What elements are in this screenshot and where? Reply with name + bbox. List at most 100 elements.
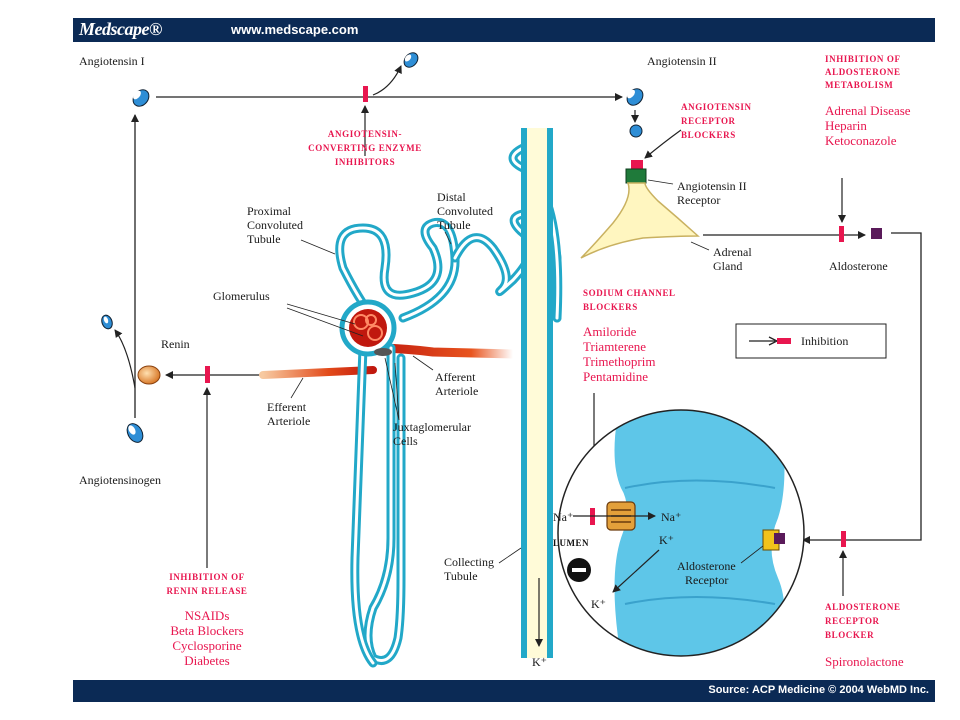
svg-text:Triamterene: Triamterene xyxy=(583,339,646,354)
leader-ald-receptor xyxy=(740,545,764,564)
label-distal-2: Convoluted xyxy=(437,204,493,218)
arrow-aldosterone-to-receptor xyxy=(802,232,922,544)
arb-inhibitors-label: ANGIOTENSIN RECEPTOR BLOCKERS xyxy=(681,102,752,140)
label-efferent-1: Efferent xyxy=(267,400,307,414)
label-na-right: Na⁺ xyxy=(661,510,681,524)
label-adrenal-1: Adrenal xyxy=(713,245,752,259)
angiotensinogen-molecule xyxy=(126,423,144,443)
source-credit: Source: ACP Medicine © 2004 WebMD Inc. xyxy=(708,684,929,696)
aldo-receptor-blocker-label: ALDOSTERONE RECEPTOR BLOCKER Spironolact… xyxy=(825,602,904,669)
svg-text:BLOCKERS: BLOCKERS xyxy=(681,130,736,140)
label-collecting-1: Collecting xyxy=(444,555,494,569)
angiotensin-ii-bound-molecule xyxy=(629,124,643,138)
leader-juxta-2 xyxy=(394,362,400,421)
aldo-receptor-inhibition-bar xyxy=(841,531,846,547)
raas-diagram: Angiotensin I ANGIOTENSIN- CONVERTING EN… xyxy=(79,52,922,669)
released-peptide-molecule xyxy=(101,314,113,330)
label-at2-receptor-2: Receptor xyxy=(677,193,720,207)
glomerulus xyxy=(339,299,397,357)
label-k-in: K⁺ xyxy=(659,533,674,547)
label-afferent-2: Arteriole xyxy=(435,384,478,398)
svg-text:RENIN RELEASE: RENIN RELEASE xyxy=(166,586,247,596)
label-angiotensin-ii: Angiotensin II xyxy=(647,54,717,68)
leader-collecting xyxy=(498,547,522,564)
svg-text:Trimethoprim: Trimethoprim xyxy=(583,354,655,369)
aldo-metab-inhibition-bar xyxy=(839,226,844,242)
cell-inset xyxy=(557,409,805,657)
legend-box: Inhibition xyxy=(735,323,887,359)
svg-text:INHIBITION OF: INHIBITION OF xyxy=(169,572,245,582)
svg-text:ANGIOTENSIN: ANGIOTENSIN xyxy=(681,102,752,112)
svg-text:NSAIDs: NSAIDs xyxy=(185,608,230,623)
adrenal-gland xyxy=(580,182,700,259)
leader-afferent xyxy=(412,355,434,371)
efferent-arteriole xyxy=(259,366,377,379)
label-aldosterone: Aldosterone xyxy=(829,259,888,273)
footer-bar: Source: ACP Medicine © 2004 WebMD Inc. xyxy=(73,680,935,702)
arrow-renin-release-peptide xyxy=(114,329,136,389)
leader-efferent xyxy=(290,377,304,399)
ace-inhibition-bar xyxy=(363,86,368,102)
header-url: www.medscape.com xyxy=(231,22,359,37)
negative-charge-icon xyxy=(567,558,591,582)
juxtaglomerular-cells xyxy=(374,348,392,356)
leader-proximal xyxy=(300,239,336,255)
label-glomerulus: Glomerulus xyxy=(213,289,270,303)
label-distal-3: Tubule xyxy=(437,218,471,232)
label-proximal-2: Convoluted xyxy=(247,218,303,232)
svg-text:BLOCKER: BLOCKER xyxy=(825,630,874,640)
angiotensin-ii-receptor xyxy=(625,168,647,184)
svg-text:INHIBITORS: INHIBITORS xyxy=(335,157,395,167)
aldosterone-molecule xyxy=(871,228,882,239)
sodium-channel-blockers-label: SODIUM CHANNEL BLOCKERS Amiloride Triamt… xyxy=(583,288,676,384)
label-proximal-3: Tubule xyxy=(247,232,281,246)
label-adrenal-2: Gland xyxy=(713,259,742,273)
header-bar: Medscape® www.medscape.com xyxy=(73,18,935,42)
svg-text:Heparin: Heparin xyxy=(825,118,867,133)
label-angiotensin-i: Angiotensin I xyxy=(79,54,145,68)
svg-text:Spironolactone: Spironolactone xyxy=(825,654,904,669)
label-afferent-1: Afferent xyxy=(435,370,476,384)
svg-text:METABOLISM: METABOLISM xyxy=(825,80,893,90)
label-proximal-1: Proximal xyxy=(247,204,292,218)
leader-glomerulus xyxy=(286,303,356,325)
ace-inhibitors-label: ANGIOTENSIN- CONVERTING ENZYME INHIBITOR… xyxy=(308,129,421,167)
svg-text:Ketoconazole: Ketoconazole xyxy=(825,133,897,148)
legend-inhibition-bar xyxy=(777,338,791,344)
collecting-tubule xyxy=(521,128,553,658)
label-renin: Renin xyxy=(161,337,190,351)
label-lumen: LUMEN xyxy=(553,538,589,548)
arrow-arb xyxy=(644,129,682,159)
svg-text:Amiloride: Amiloride xyxy=(583,324,637,339)
leader-distal xyxy=(444,231,452,245)
label-juxta-2: Cells xyxy=(393,434,418,448)
svg-text:Cyclosporine: Cyclosporine xyxy=(172,638,242,653)
renin-inhibition-bar xyxy=(205,366,210,383)
svg-text:RECEPTOR: RECEPTOR xyxy=(825,616,880,626)
legend-inhibition-label: Inhibition xyxy=(801,334,848,348)
angiotensin-i-molecule xyxy=(132,89,150,107)
cleaved-peptide-molecule xyxy=(403,52,419,68)
label-angiotensinogen: Angiotensinogen xyxy=(79,473,161,487)
aldo-metab-label: INHIBITION OF ALDOSTERONE METABOLISM Adr… xyxy=(825,54,911,148)
leader-at2-receptor xyxy=(647,179,674,185)
arrow-bradykinin xyxy=(372,65,402,96)
label-ald-receptor-2: Receptor xyxy=(685,573,728,587)
svg-text:SODIUM CHANNEL: SODIUM CHANNEL xyxy=(583,288,676,298)
arb-inhibition-block xyxy=(631,160,643,169)
renin-release-inhibitors-label: INHIBITION OF RENIN RELEASE NSAIDs Beta … xyxy=(166,572,247,668)
leader-juxta xyxy=(384,357,400,421)
svg-text:Diabetes: Diabetes xyxy=(184,653,229,668)
label-na-left: Na⁺ xyxy=(553,510,573,524)
renin-molecule xyxy=(137,365,161,385)
medscape-logo: Medscape® xyxy=(79,19,162,39)
figure-frame: Medscape® www.medscape.com xyxy=(73,18,935,702)
label-k-bottom: K⁺ xyxy=(532,655,547,669)
svg-text:Beta Blockers: Beta Blockers xyxy=(170,623,243,638)
leader-adrenal xyxy=(690,241,710,251)
svg-text:ALDOSTERONE: ALDOSTERONE xyxy=(825,602,901,612)
svg-text:ANGIOTENSIN-: ANGIOTENSIN- xyxy=(328,129,402,139)
nephron-tubule xyxy=(335,143,563,668)
label-collecting-2: Tubule xyxy=(444,569,478,583)
label-efferent-2: Arteriole xyxy=(267,414,310,428)
